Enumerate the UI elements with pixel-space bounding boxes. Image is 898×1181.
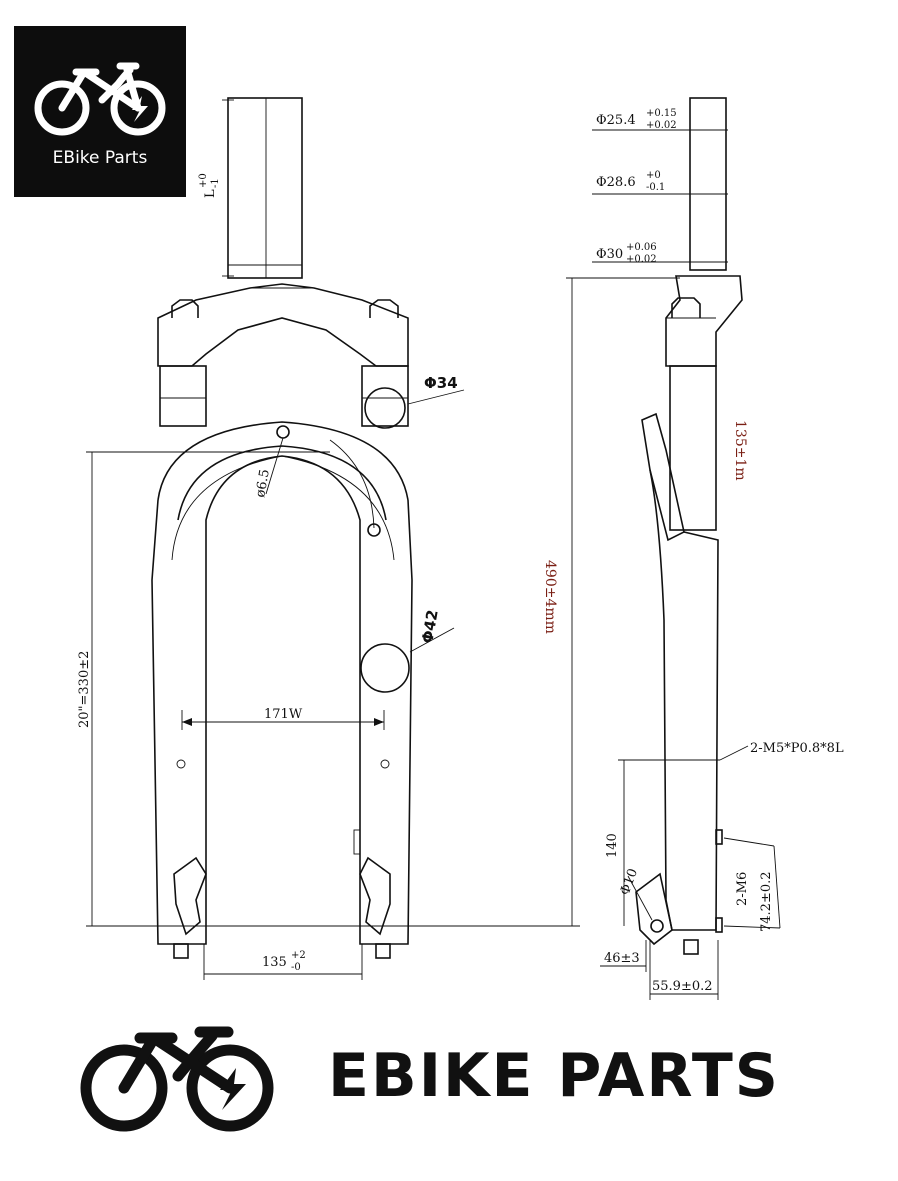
caliper-spacing-label: 74.2±0.2 [759,871,774,932]
dropout-depth-label: 55.9±0.2 [652,979,713,994]
side-dropout [635,872,673,946]
fork-arch [157,421,409,501]
dimension-labels: L +0 -1 ø6.5 Φ34 Φ42 171W 20"=330±2 135 … [77,108,844,994]
side-steerer-tube [689,97,727,271]
lower-tube-section [360,643,410,693]
lower-legs [151,455,413,945]
hub-spacing-label: 135 [262,955,287,970]
footer-brand-text: EBIKE PARTS [328,1041,780,1111]
steerer-top-tol-upper: +0.15 [646,108,677,119]
side-view [566,97,781,1000]
mount-bolts-label: 2-M5*P0.8*8L [750,741,844,756]
stanchion-right [361,365,409,427]
crown [157,283,409,367]
side-stanchion [669,365,717,531]
crown-bolt-left [171,299,199,318]
lower-diameter-label: Φ42 [418,608,442,644]
travel-label: 135±1m [732,420,748,481]
steerer-mid-tol-upper: +0 [646,170,661,181]
crown-race-tol-upper: +0.06 [626,242,657,253]
mount-height-label: 140 [605,833,620,858]
axle-nut-left [173,943,189,959]
steerer-top-label: Φ25.4 [596,113,636,128]
crown-bolt-right [369,299,399,318]
steerer-length-label: L [203,189,218,198]
badge-label: EBike Parts [52,148,148,168]
upper-tube-section [364,387,406,429]
stanchion-left [159,365,207,427]
axle-nut-right [375,943,391,959]
steerer-length-tol-lower: -1 [210,178,221,188]
side-arch [641,412,685,542]
dropout-left [173,856,207,936]
dropout-right [359,856,391,936]
side-lower-leg [649,469,719,931]
offset-label: 46±3 [604,951,640,966]
steerer-mid-label: Φ28.6 [596,175,636,190]
hub-spacing-tol-upper: +2 [291,950,306,961]
axle-to-crown-label: 490±4mm [542,560,558,634]
upper-diameter-label: Φ34 [424,374,458,392]
steerer-top-tol-lower: +0.02 [646,120,677,131]
bike-logo-icon [34,62,166,136]
hub-spacing-tol-lower: -0 [291,962,301,973]
brace-hole-label: ø6.5 [253,468,273,499]
bike-logo-icon [80,1026,274,1132]
inner-width-label: 171W [264,707,303,722]
front-steerer-tube [227,97,303,279]
steerer-mid-tol-lower: -0.1 [646,182,665,193]
crown-race-tol-lower: +0.02 [626,254,657,265]
fork-arch-inner [177,445,387,521]
wheel-height-label: 20"=330±2 [77,651,92,728]
side-crown [665,275,743,367]
brace-hole [276,425,290,439]
caliper-bolts-label: 2-M6 [735,872,750,906]
brand-badge: EBike Parts [14,26,186,197]
crown-race-label: Φ30 [596,247,623,262]
steerer-length-tol-upper: +0 [198,173,209,188]
front-view [86,97,580,980]
